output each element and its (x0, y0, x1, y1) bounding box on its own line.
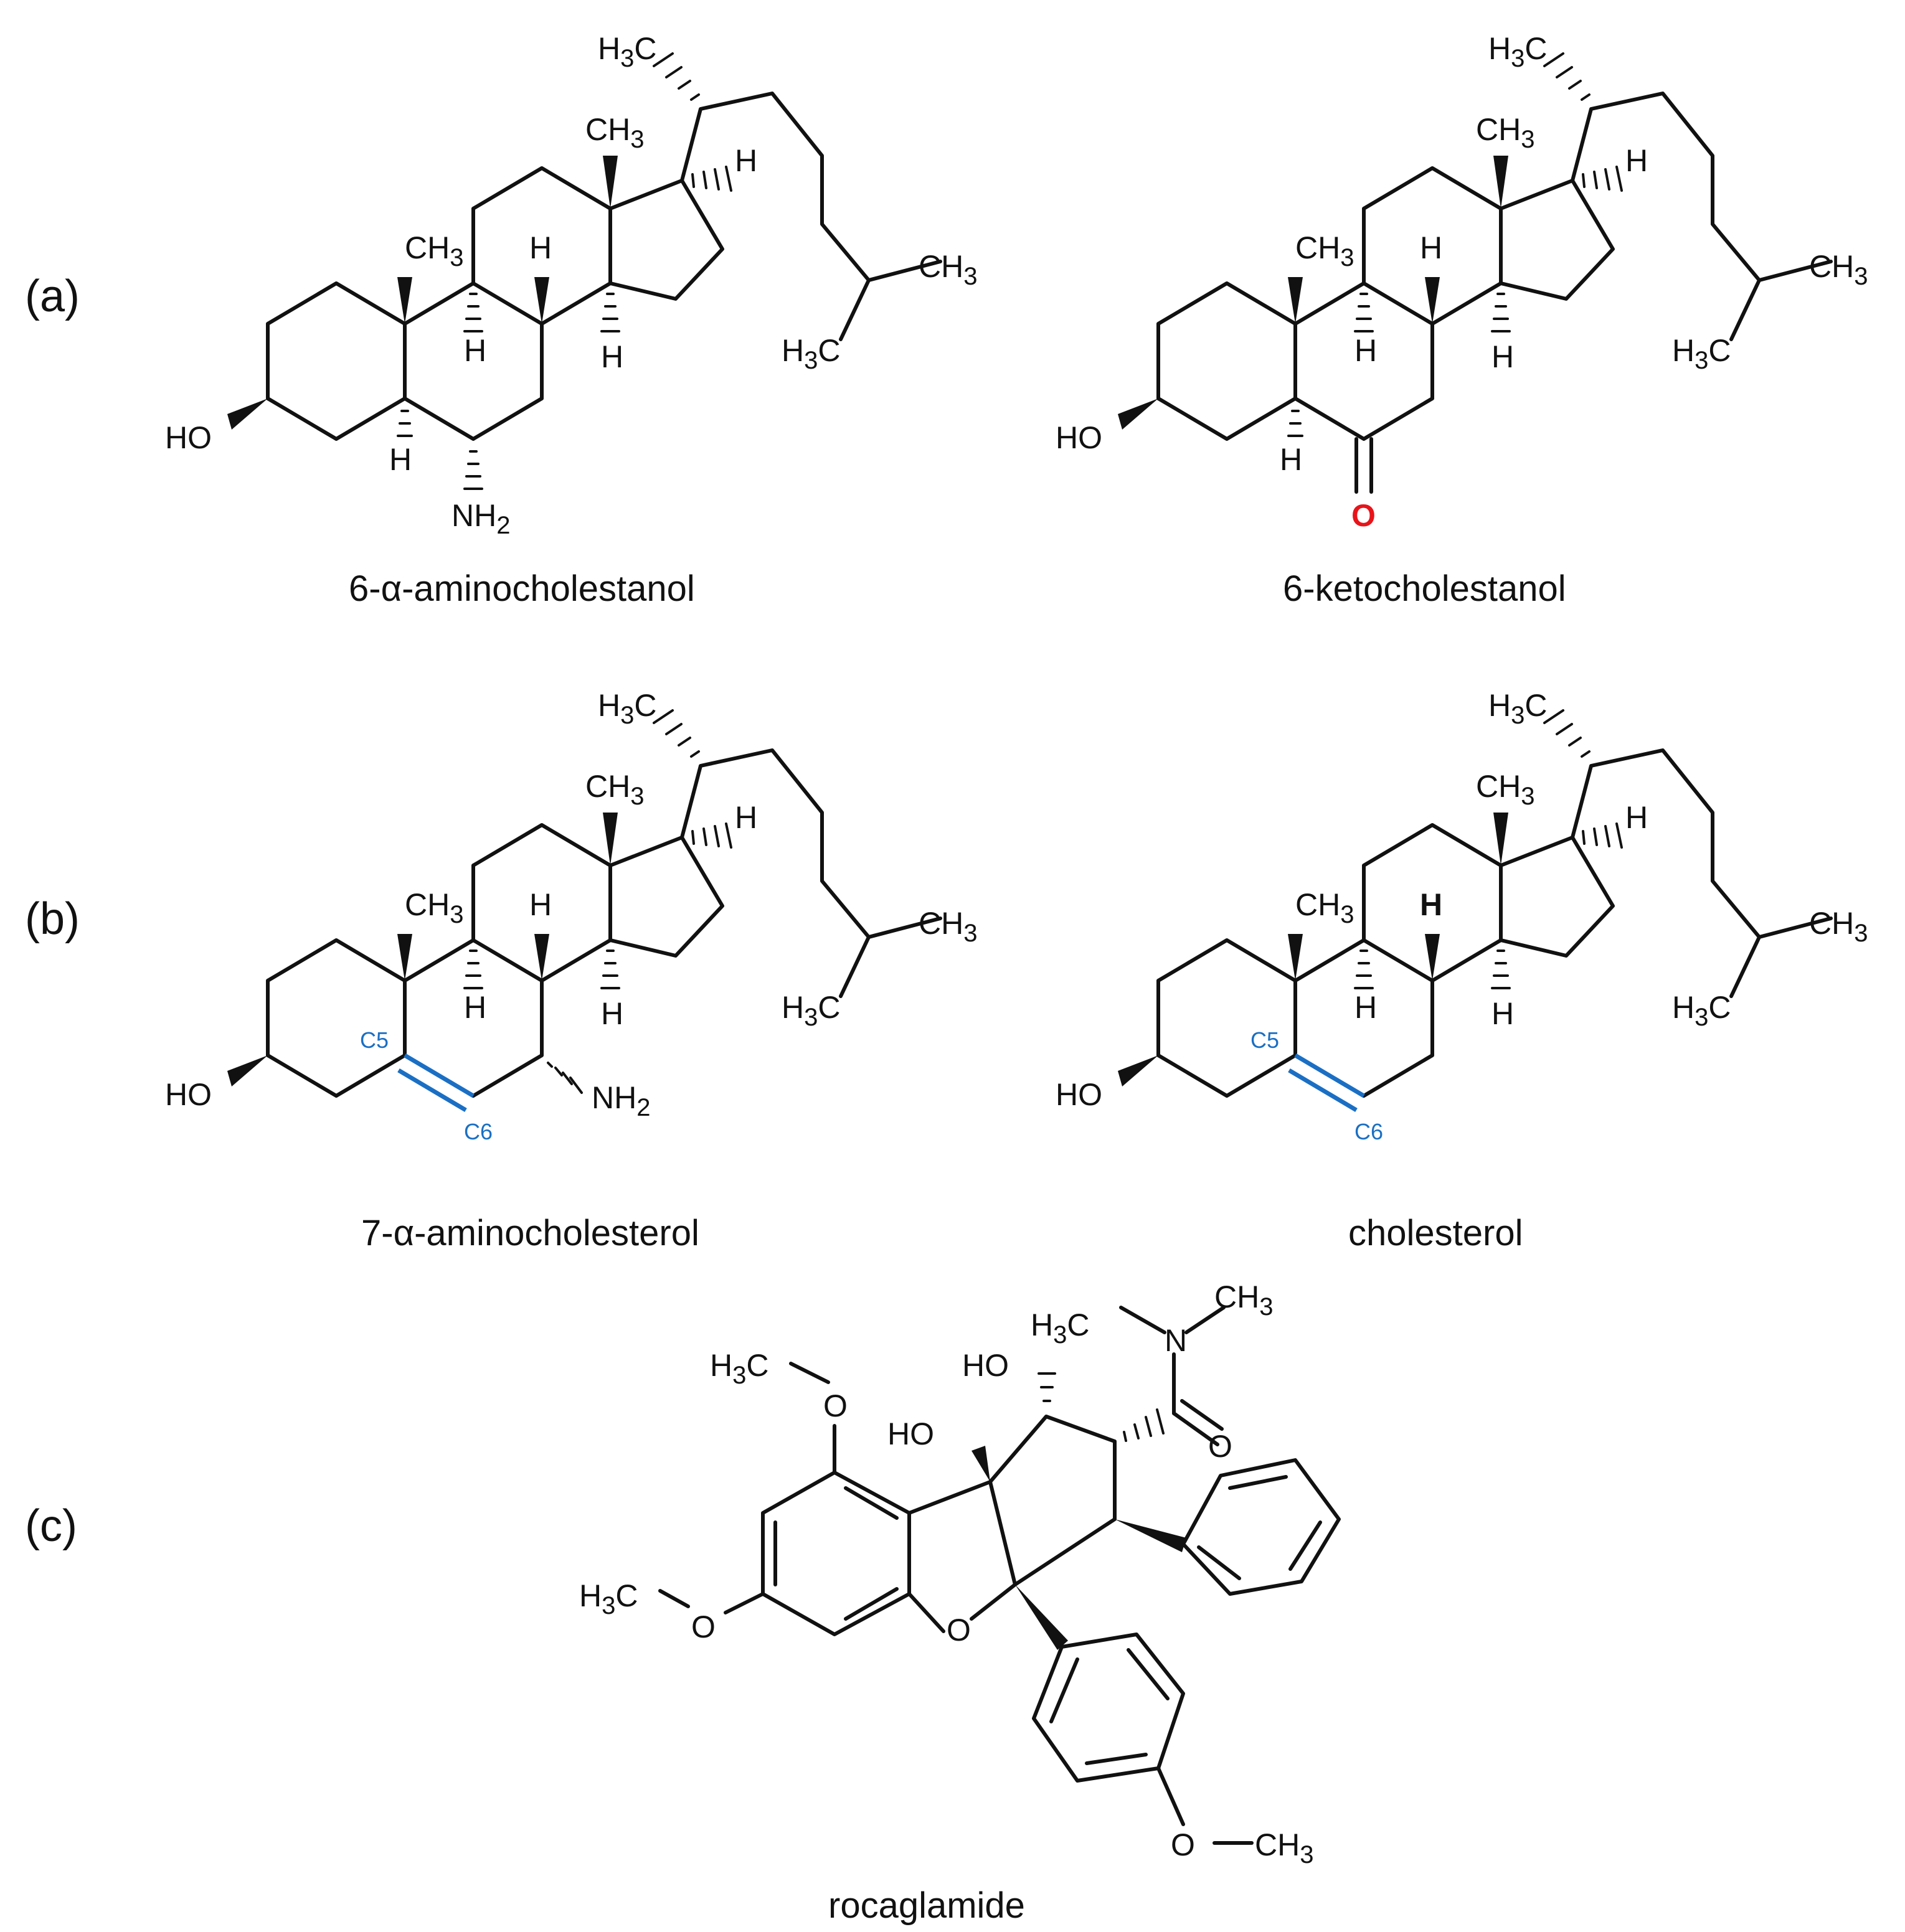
svg-text:H3C: H3C (782, 990, 840, 1031)
svg-text:CH3: CH3 (1295, 230, 1354, 271)
c5-label-cholesterol: C5 (1250, 1027, 1279, 1053)
molecule-name-6-ketocholestanol: 6-ketocholestanol (1283, 568, 1566, 609)
svg-text:HO: HO (1056, 1077, 1102, 1112)
svg-text:CH3: CH3 (1476, 769, 1534, 810)
svg-text:H: H (1491, 996, 1514, 1031)
panel-label-b: (b) (25, 894, 80, 944)
svg-text:HO: HO (887, 1416, 934, 1451)
svg-text:CH3: CH3 (1295, 887, 1354, 928)
svg-text:HO: HO (165, 1077, 212, 1112)
svg-text:H: H (529, 230, 552, 265)
svg-text:O: O (947, 1613, 971, 1647)
svg-text:H3C: H3C (1488, 688, 1547, 729)
svg-text:H: H (1625, 800, 1648, 835)
svg-text:CH3: CH3 (1214, 1279, 1273, 1321)
svg-text:H: H (389, 442, 412, 477)
svg-text:H: H (735, 800, 757, 835)
svg-text:H3C: H3C (598, 31, 656, 72)
svg-text:NH2: NH2 (451, 498, 510, 539)
svg-text:HO: HO (1056, 420, 1102, 455)
svg-text:H: H (735, 143, 757, 178)
panel-label-a: (a) (25, 271, 80, 321)
molecule-name-6-alpha-aminocholestanol: 6-α-aminocholestanol (349, 568, 695, 609)
svg-text:H3C: H3C (1031, 1308, 1089, 1349)
svg-text:H3C: H3C (1672, 990, 1731, 1031)
svg-text:H: H (1354, 333, 1377, 368)
svg-text:H: H (464, 990, 486, 1025)
keto-oxygen: O (1351, 498, 1376, 533)
svg-text:CH3: CH3 (1476, 112, 1534, 153)
svg-text:NH2: NH2 (592, 1080, 650, 1121)
svg-text:H: H (1420, 230, 1442, 265)
svg-text:H: H (529, 887, 552, 922)
molecule-name-7-alpha-aminocholesterol: 7-α-aminocholesterol (361, 1213, 699, 1253)
svg-text:H: H (1420, 887, 1442, 922)
svg-text:CH3: CH3 (1255, 1827, 1313, 1868)
svg-text:O: O (1171, 1827, 1195, 1862)
svg-text:CH3: CH3 (405, 230, 463, 271)
svg-text:H3C: H3C (782, 333, 840, 374)
svg-text:H: H (601, 339, 623, 374)
molecule-cholesterol: H3C CH3 H CH3 H H H CH3 H3C HO C5 C6 cho… (1056, 688, 1868, 1253)
svg-text:H: H (464, 333, 486, 368)
svg-text:CH3: CH3 (919, 249, 977, 290)
c6-label: C6 (464, 1119, 493, 1144)
molecule-name-rocaglamide: rocaglamide (828, 1885, 1025, 1926)
svg-text:N: N (1165, 1323, 1187, 1358)
svg-text:H: H (1354, 990, 1377, 1025)
molecule-6-alpha-aminocholestanol: H3C CH3 H CH3 H H H CH3 H3C HO H NH2 6-α… (165, 31, 977, 609)
svg-text:CH3: CH3 (405, 887, 463, 928)
molecule-name-cholesterol: cholesterol (1348, 1213, 1523, 1253)
svg-text:H: H (601, 996, 623, 1031)
svg-text:O: O (1208, 1429, 1232, 1464)
svg-text:CH3: CH3 (1809, 249, 1868, 290)
molecule-6-ketocholestanol: H3C CH3 H CH3 H H H CH3 H3C HO H O 6-ket… (1056, 31, 1868, 609)
svg-text:O: O (823, 1388, 848, 1423)
svg-text:H3C: H3C (598, 688, 656, 729)
svg-text:H3C: H3C (1488, 31, 1547, 72)
svg-text:CH3: CH3 (585, 769, 644, 810)
svg-text:O: O (691, 1609, 716, 1644)
svg-text:CH3: CH3 (919, 906, 977, 947)
molecule-rocaglamide: H3C N CH3 HO O H3C O HO H3C O O O CH3 ro… (579, 1279, 1341, 1926)
svg-text:HO: HO (962, 1348, 1009, 1383)
svg-text:CH3: CH3 (585, 112, 644, 153)
svg-text:CH3: CH3 (1809, 906, 1868, 947)
panel-label-c: (c) (25, 1501, 77, 1551)
svg-text:H: H (1280, 442, 1302, 477)
svg-text:H3C: H3C (710, 1348, 768, 1389)
svg-text:H3C: H3C (1672, 333, 1731, 374)
svg-text:HO: HO (165, 420, 212, 455)
svg-text:H3C: H3C (579, 1578, 638, 1619)
svg-text:H: H (1625, 143, 1648, 178)
svg-text:H: H (1491, 339, 1514, 374)
c6-label-cholesterol: C6 (1354, 1119, 1383, 1144)
molecule-7-alpha-aminocholesterol: H3C CH3 H CH3 H H H CH3 H3C HO NH2 C5 C6… (165, 688, 977, 1253)
c5-label: C5 (360, 1027, 389, 1053)
